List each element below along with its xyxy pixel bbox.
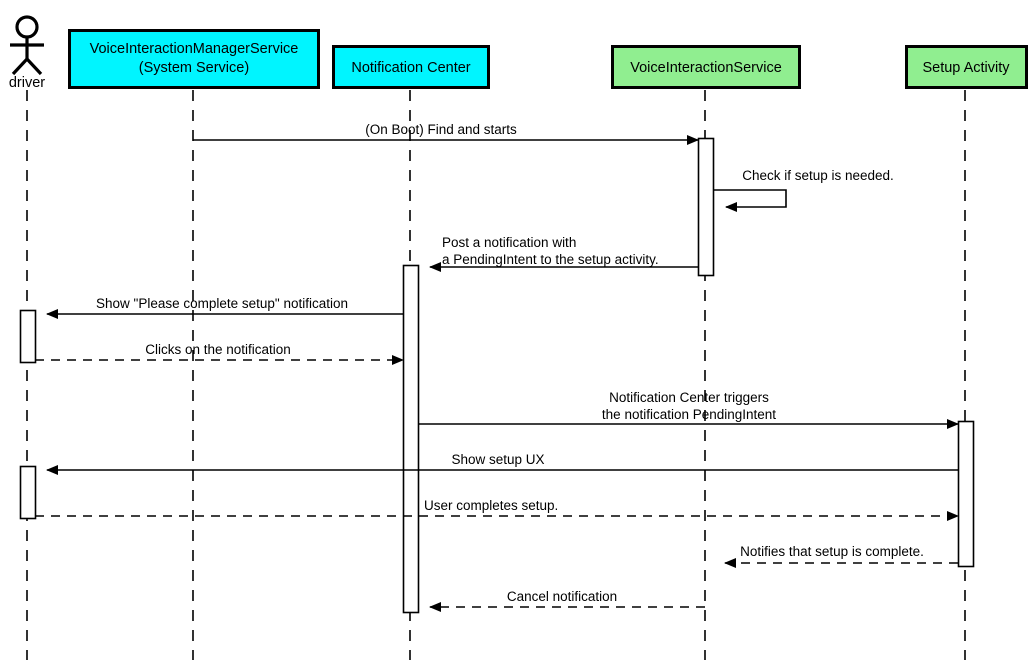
participant-vims-label-line2: (System Service) <box>139 60 249 76</box>
message-notification-center-triggers-label-line1: Notification Center triggers <box>609 390 769 405</box>
message-cancel-notification-label: Cancel notification <box>507 589 617 604</box>
message-user-completes-setup-label: User completes setup. <box>424 498 558 513</box>
message-notification-center-triggers[interactable]: Notification Center triggers the notific… <box>418 390 959 429</box>
participant-voice-interaction-service-label: VoiceInteractionService <box>630 60 782 76</box>
actor-head-icon <box>15 15 39 39</box>
actor-left-leg-icon <box>11 57 29 76</box>
participant-vims[interactable]: VoiceInteractionManagerService (System S… <box>68 29 320 89</box>
participant-notification-center-label: Notification Center <box>351 60 470 76</box>
activation-voice-interaction-service-1 <box>697 137 715 277</box>
message-notification-center-triggers-label-line2: the notification PendingIntent <box>602 407 776 422</box>
participant-vims-label-line1: VoiceInteractionManagerService <box>90 41 299 57</box>
message-check-if-setup-is-needed-line <box>713 189 787 212</box>
actor-driver[interactable]: driver <box>9 15 45 91</box>
message-check-if-setup-is-needed-label: Check if setup is needed. <box>742 168 894 183</box>
participant-notification-center[interactable]: Notification Center <box>332 45 490 89</box>
message-show-please-complete-setup-label: Show "Please complete setup" notificatio… <box>96 296 348 311</box>
participant-vims-box <box>68 29 320 89</box>
message-on-boot-find-and-starts-label: (On Boot) Find and starts <box>365 122 517 137</box>
message-show-setup-ux[interactable]: Show setup UX <box>46 452 958 475</box>
participant-setup-activity[interactable]: Setup Activity <box>905 45 1028 89</box>
participant-voice-interaction-service-box <box>611 45 801 89</box>
message-clicks-on-the-notification[interactable]: Clicks on the notification <box>35 342 404 365</box>
activation-setup-activity-1 <box>957 420 975 568</box>
message-post-a-notification-label-line2: a PendingIntent to the setup activity. <box>442 252 659 267</box>
message-user-completes-setup[interactable]: User completes setup. <box>35 498 959 521</box>
actor-driver-label: driver <box>9 75 45 91</box>
message-check-if-setup-is-needed[interactable]: Check if setup is needed. <box>713 168 894 212</box>
participant-notification-center-box <box>332 45 490 89</box>
message-post-a-notification[interactable]: Post a notification with a PendingIntent… <box>429 235 698 272</box>
activation-driver-2 <box>19 465 37 520</box>
message-notifies-that-setup-is-complete-label: Notifies that setup is complete. <box>740 544 924 559</box>
message-notifies-that-setup-is-complete[interactable]: Notifies that setup is complete. <box>724 544 958 568</box>
message-show-setup-ux-label: Show setup UX <box>451 452 544 467</box>
message-cancel-notification[interactable]: Cancel notification <box>429 589 705 612</box>
participant-voice-interaction-service[interactable]: VoiceInteractionService <box>611 45 801 89</box>
activation-driver-1 <box>19 309 37 364</box>
actor-right-leg-icon <box>25 57 43 76</box>
message-show-please-complete-setup[interactable]: Show "Please complete setup" notificatio… <box>46 296 403 319</box>
activation-notification-center-1 <box>402 264 420 614</box>
message-clicks-on-the-notification-label: Clicks on the notification <box>145 342 291 357</box>
participant-setup-activity-label: Setup Activity <box>922 60 1010 76</box>
participant-setup-activity-box <box>905 45 1028 89</box>
message-on-boot-find-and-starts[interactable]: (On Boot) Find and starts <box>193 122 699 145</box>
message-post-a-notification-label-line1: Post a notification with <box>442 235 576 250</box>
